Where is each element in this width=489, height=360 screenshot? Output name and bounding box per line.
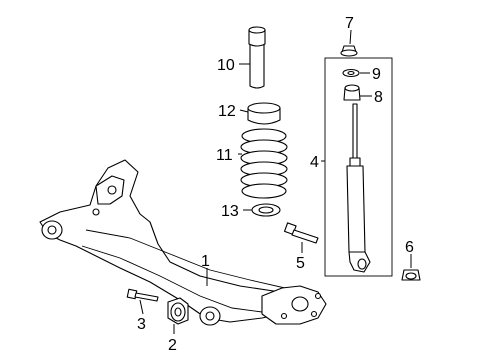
bolt-5-shank xyxy=(291,229,319,244)
washer-9 xyxy=(342,68,360,78)
callout-8: 8 xyxy=(374,89,383,106)
right-hub-hole xyxy=(291,296,309,312)
callout-13: 13 xyxy=(221,203,239,220)
shock-lower-eye-hole xyxy=(357,258,367,270)
callout-11: 11 xyxy=(216,147,233,164)
nut-6 xyxy=(401,269,421,281)
bushing xyxy=(167,297,189,325)
nut-6-face xyxy=(405,272,417,280)
axle-beam-top xyxy=(85,229,286,289)
bump-stop-cap-top xyxy=(248,26,266,34)
callout-6: 6 xyxy=(405,239,414,256)
nut-7-base xyxy=(340,49,358,57)
lower-insulator-hole xyxy=(258,206,274,214)
callout-2: 2 xyxy=(168,337,177,354)
callout-labels: 1 2 3 4 5 6 7 8 9 10 11 12 13 xyxy=(137,15,414,354)
lower-insulator xyxy=(251,203,281,217)
bump-stop-cap xyxy=(248,29,266,47)
bolt-3 xyxy=(126,288,159,302)
leader-7 xyxy=(349,29,352,45)
axle-beam xyxy=(39,159,327,326)
leader-lines xyxy=(139,29,412,334)
coil-6 xyxy=(241,183,287,199)
bracket-hole-a xyxy=(107,185,117,195)
leader-12 xyxy=(239,109,249,113)
callout-4: 4 xyxy=(310,154,319,171)
callout-7: 7 xyxy=(345,15,354,32)
shock-body xyxy=(346,165,366,253)
shock-absorber xyxy=(346,103,371,273)
callout-12: 12 xyxy=(218,103,236,120)
shock-absorber-box xyxy=(324,57,393,277)
nut-7 xyxy=(340,45,358,57)
washer-9-hole xyxy=(347,70,355,76)
upper-insulator xyxy=(247,102,281,125)
right-bolt-hole-b xyxy=(310,310,318,318)
right-bolt-hole-a xyxy=(314,292,322,300)
bolt-5 xyxy=(283,222,319,244)
bolt-3-shank xyxy=(134,292,159,302)
callout-10: 10 xyxy=(217,57,235,74)
bump-stop xyxy=(248,26,266,89)
right-bolt-hole-c xyxy=(280,312,288,320)
bracket-hole-b xyxy=(92,208,100,216)
callout-5: 5 xyxy=(296,255,305,272)
shock-rod xyxy=(352,103,358,161)
bushing-bore xyxy=(174,307,182,317)
axle-beam-bottom xyxy=(81,245,263,313)
callout-1: 1 xyxy=(201,253,210,270)
mount-8-top xyxy=(344,84,360,92)
insulator-top xyxy=(247,102,281,114)
callout-3: 3 xyxy=(137,316,146,333)
mount-8 xyxy=(343,84,361,101)
right-bushing-hole xyxy=(205,311,215,321)
callout-9: 9 xyxy=(372,66,381,83)
left-bushing-hole xyxy=(47,225,57,235)
leader-3 xyxy=(139,299,144,315)
coil-spring xyxy=(240,128,288,199)
shock-top-collar xyxy=(349,157,361,167)
bump-stop-body xyxy=(249,43,265,89)
